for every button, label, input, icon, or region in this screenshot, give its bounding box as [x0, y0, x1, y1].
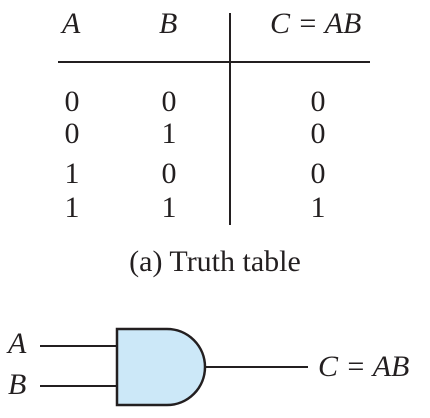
cell-a-row-1: 0 [64, 85, 80, 118]
cell-c-row-4: 1 [310, 191, 326, 224]
truth-table: A B C = AB 0 0 0 0 1 0 1 0 0 1 1 1 [58, 7, 370, 225]
output-label: C = AB [318, 350, 410, 383]
input-a-label: A [8, 327, 27, 360]
cell-a-row-3: 1 [64, 157, 80, 190]
cell-c-row-3: 0 [310, 157, 326, 190]
and-gate-svg [40, 327, 308, 407]
cell-c-row-2: 0 [310, 117, 326, 150]
truth-table-caption: (a) Truth table [129, 245, 301, 278]
header-divider [58, 61, 370, 63]
cell-b-row-2: 1 [161, 117, 177, 150]
header-c: C = AB [270, 7, 362, 40]
cell-c-row-1: 0 [310, 85, 326, 118]
and-gate-body [115, 327, 207, 407]
input-b-label: B [8, 368, 27, 401]
column-divider [229, 13, 231, 225]
cell-b-row-1: 0 [161, 85, 177, 118]
header-a: A [62, 7, 81, 40]
and-gate-diagram: A B C = AB [0, 300, 430, 418]
cell-a-row-2: 0 [64, 117, 80, 150]
cell-b-row-4: 1 [161, 191, 177, 224]
header-b: B [159, 7, 178, 40]
cell-a-row-4: 1 [64, 191, 80, 224]
cell-b-row-3: 0 [161, 157, 177, 190]
